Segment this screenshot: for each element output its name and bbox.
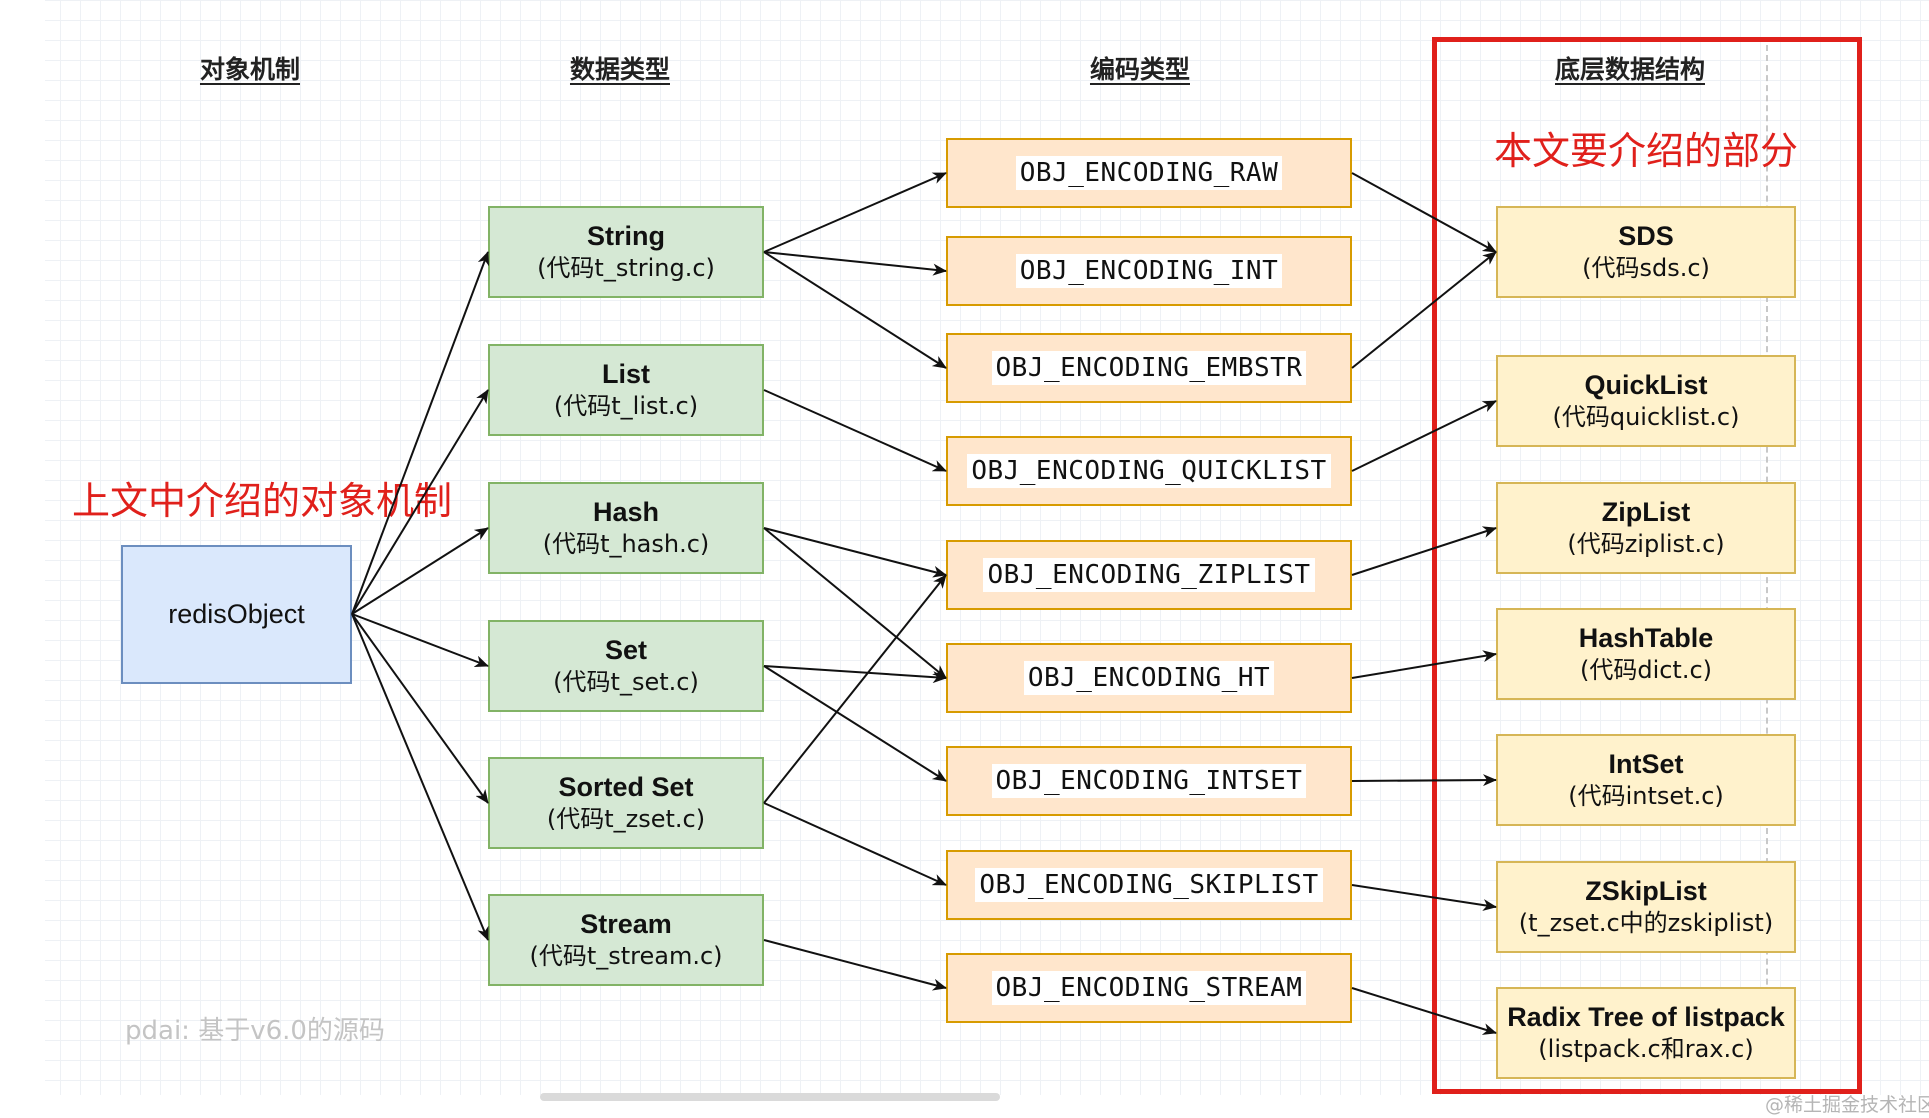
header-underlying-structure: 底层数据结构 bbox=[1554, 55, 1705, 84]
type-node-set: Set (代码t_set.c) bbox=[488, 620, 764, 712]
arrow-object-to-string bbox=[351, 251, 490, 615]
structure-node-zskiplist: ZSkipList (t_zset.c中的zskiplist) bbox=[1496, 861, 1796, 953]
credit-watermark: @稀土掘金技术社区 bbox=[1765, 1094, 1929, 1116]
type-source: (代码t_zset.c) bbox=[546, 805, 706, 833]
arrow-stream-to-radix bbox=[1351, 987, 1497, 1035]
type-source: (代码t_string.c) bbox=[537, 254, 715, 282]
structure-node-ziplist: ZipList (代码ziplist.c) bbox=[1496, 482, 1796, 574]
note-this-article: 本文要介绍的部分 bbox=[1494, 129, 1799, 173]
arrow-string-to-embstr bbox=[763, 251, 947, 369]
type-node-sorted-set: Sorted Set (代码t_zset.c) bbox=[488, 757, 764, 849]
structure-name: IntSet bbox=[1608, 749, 1684, 779]
structure-name: ZipList bbox=[1601, 497, 1691, 527]
encoding-node-stream: OBJ_ENCODING_STREAM bbox=[946, 953, 1352, 1023]
structure-name: QuickList bbox=[1584, 370, 1708, 400]
type-name: Set bbox=[604, 635, 648, 665]
encoding-label: OBJ_ENCODING_EMBSTR bbox=[991, 351, 1307, 385]
type-name: Stream bbox=[580, 909, 672, 939]
type-node-hash: Hash (代码t_hash.c) bbox=[488, 482, 764, 574]
type-source: (代码t_list.c) bbox=[553, 392, 699, 420]
encoding-label: OBJ_ENCODING_ZIPLIST bbox=[983, 558, 1315, 592]
highlight-frame bbox=[1432, 37, 1862, 1094]
header-encoding-type: 编码类型 bbox=[1089, 55, 1190, 84]
encoding-label: OBJ_ENCODING_INTSET bbox=[991, 764, 1307, 798]
structure-node-radix-tree: Radix Tree of listpack (listpack.c和rax.c… bbox=[1496, 987, 1796, 1079]
structure-source: (代码intset.c) bbox=[1568, 782, 1724, 810]
arrow-zset-to-ziplist bbox=[763, 574, 947, 804]
arrow-object-to-zset bbox=[351, 613, 489, 804]
structure-node-quicklist: QuickList (代码quicklist.c) bbox=[1496, 355, 1796, 447]
type-source: (代码t_hash.c) bbox=[542, 530, 710, 558]
arrow-hash-to-ht bbox=[763, 527, 947, 679]
structure-source: (代码ziplist.c) bbox=[1567, 530, 1725, 558]
arrow-object-to-list bbox=[351, 389, 489, 615]
encoding-label: OBJ_ENCODING_HT bbox=[1023, 661, 1275, 695]
header-data-type: 数据类型 bbox=[569, 55, 670, 84]
encoding-node-raw: OBJ_ENCODING_RAW bbox=[946, 138, 1352, 208]
structure-source: (代码sds.c) bbox=[1582, 254, 1710, 282]
structure-source: (listpack.c和rax.c) bbox=[1538, 1035, 1754, 1063]
type-name: Hash bbox=[592, 497, 660, 527]
encoding-label: OBJ_ENCODING_SKIPLIST bbox=[975, 868, 1323, 902]
arrow-object-to-stream bbox=[351, 613, 489, 941]
horizontal-scrollbar[interactable] bbox=[540, 1093, 1000, 1101]
structure-name: SDS bbox=[1618, 221, 1674, 251]
type-name: Sorted Set bbox=[558, 772, 694, 802]
arrow-ziplist-to-ziplist bbox=[1351, 526, 1497, 576]
redis-object-node: redisObject bbox=[121, 545, 352, 684]
encoding-label: OBJ_ENCODING_STREAM bbox=[991, 971, 1307, 1005]
encoding-node-intset: OBJ_ENCODING_INTSET bbox=[946, 746, 1352, 816]
left-margin bbox=[0, 0, 45, 1118]
encoding-label: OBJ_ENCODING_RAW bbox=[1015, 156, 1283, 190]
structure-source: (代码dict.c) bbox=[1579, 656, 1713, 684]
type-source: (代码t_stream.c) bbox=[529, 942, 723, 970]
arrow-string-to-int bbox=[763, 251, 947, 276]
header-object-mechanism: 对象机制 bbox=[199, 55, 300, 84]
arrow-hash-to-ziplist bbox=[763, 527, 947, 578]
structure-name: ZSkipList bbox=[1585, 876, 1707, 906]
structure-source: (t_zset.c中的zskiplist) bbox=[1518, 909, 1774, 937]
arrow-object-to-hash bbox=[351, 527, 489, 615]
encoding-node-ziplist: OBJ_ENCODING_ZIPLIST bbox=[946, 540, 1352, 610]
encoding-node-int: OBJ_ENCODING_INT bbox=[946, 236, 1352, 306]
encoding-node-embstr: OBJ_ENCODING_EMBSTR bbox=[946, 333, 1352, 403]
structure-node-intset: IntSet (代码intset.c) bbox=[1496, 734, 1796, 826]
bottom-margin bbox=[0, 1095, 1929, 1118]
arrow-quicklist-to-quicklist bbox=[1351, 400, 1497, 472]
type-source: (代码t_set.c) bbox=[553, 668, 699, 696]
encoding-node-skiplist: OBJ_ENCODING_SKIPLIST bbox=[946, 850, 1352, 920]
structure-name: HashTable bbox=[1578, 623, 1714, 653]
arrow-embstr-to-sds bbox=[1351, 251, 1497, 369]
source-watermark: pdai: 基于v6.0的源码 bbox=[125, 1016, 385, 1046]
type-name: String bbox=[587, 221, 665, 251]
arrow-zset-to-skiplist bbox=[763, 802, 947, 886]
encoding-node-ht: OBJ_ENCODING_HT bbox=[946, 643, 1352, 713]
arrow-skiplist-to-zskiplist bbox=[1351, 884, 1497, 911]
structure-source: (代码quicklist.c) bbox=[1552, 403, 1740, 431]
redis-object-label: redisObject bbox=[168, 599, 305, 629]
structure-name: Radix Tree of listpack bbox=[1507, 1002, 1785, 1032]
arrow-object-to-set bbox=[351, 613, 489, 667]
type-node-stream: Stream (代码t_stream.c) bbox=[488, 894, 764, 986]
arrow-string-to-raw bbox=[763, 172, 947, 253]
arrow-intset-to-intset bbox=[1351, 774, 1497, 787]
arrow-set-to-intset bbox=[763, 665, 947, 782]
arrow-list-to-quicklist bbox=[763, 389, 947, 472]
encoding-label: OBJ_ENCODING_INT bbox=[1015, 254, 1283, 288]
structure-node-sds: SDS (代码sds.c) bbox=[1496, 206, 1796, 298]
encoding-node-quicklist: OBJ_ENCODING_QUICKLIST bbox=[946, 436, 1352, 506]
arrow-ht-to-hashtable bbox=[1351, 650, 1497, 679]
arrow-set-to-ht bbox=[763, 665, 947, 684]
arrow-stream-to-stream bbox=[763, 939, 947, 991]
type-name: List bbox=[601, 359, 650, 389]
type-node-string: String (代码t_string.c) bbox=[488, 206, 764, 298]
arrow-raw-to-sds bbox=[1351, 172, 1497, 253]
type-node-list: List (代码t_list.c) bbox=[488, 344, 764, 436]
structure-node-hashtable: HashTable (代码dict.c) bbox=[1496, 608, 1796, 700]
encoding-label: OBJ_ENCODING_QUICKLIST bbox=[967, 454, 1331, 488]
